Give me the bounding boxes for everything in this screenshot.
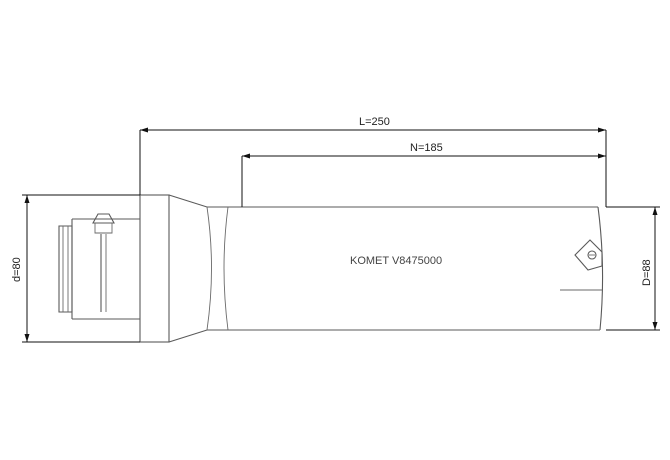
working-length-dimension: N=185 (241, 142, 606, 207)
part-label: KOMET V8475000 (350, 255, 442, 267)
shank-diameter-label: d=80 (11, 257, 23, 282)
bore-diameter-label: D=88 (641, 259, 653, 286)
tool-outline: KOMET V8475000 (58, 194, 604, 343)
bore-diameter-dimension: D=88 (606, 206, 660, 331)
overall-length-dimension: L=250 (139, 116, 607, 207)
overall-length-label: L=250 (359, 116, 390, 128)
cutting-insert (574, 239, 603, 271)
taper-section (168, 194, 229, 343)
tool-body (228, 206, 604, 331)
shank-coupling (58, 213, 140, 320)
working-length-label: N=185 (410, 142, 443, 154)
flange (139, 194, 170, 343)
shank-diameter-dimension: d=80 (11, 194, 140, 343)
